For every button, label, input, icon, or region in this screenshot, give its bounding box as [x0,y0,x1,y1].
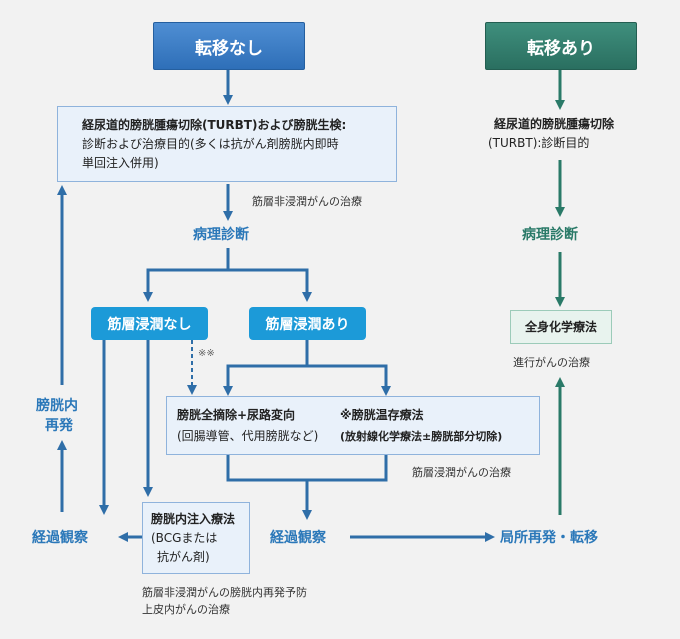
header-metastasis: 転移あり [485,22,637,70]
pill-no-invasion: 筋層浸潤なし [91,307,208,340]
recurrence-line2: 再発 [45,418,73,434]
chemo-box: 全身化学療法 [510,310,612,344]
arrow-treatments-to-observation [226,455,388,482]
local-recurrence: 局所再発・転移 [500,530,598,546]
turbt-line1: 経尿道的膀胱腫瘍切除(TURBT)および膀胱生検: [82,118,347,132]
arrow-pathology-split [146,248,230,296]
treatment-box: 膀胱全摘除+尿路変向 (回腸導管、代用膀胱など) ※膀胱温存療法 (放射線化学療… [166,396,540,455]
pill-invasion: 筋層浸潤あり [249,307,366,340]
chemo-label: 全身化学療法 [524,319,597,334]
right-turbt-line1: 経尿道的膀胱腫瘍切除 [494,117,615,131]
header-no-metastasis-label: 転移なし [195,38,263,59]
turbt-box: 経尿道的膀胱腫瘍切除(TURBT)および膀胱生検: 診断および治療目的(多くは抗… [57,106,397,182]
instillation-sub2: 抗がん剤) [157,550,210,564]
cystectomy-title: 膀胱全摘除+尿路変向 [177,408,296,422]
pathology-left: 病理診断 [193,227,249,243]
turbt-line3: 単回注入併用) [82,156,159,170]
note-advanced: 進行がんの治療 [513,356,590,369]
instillation-title: 膀胱内注入療法 [151,512,236,526]
cystectomy-sub: (回腸導管、代用膀胱など) [177,429,319,443]
observation-left: 経過観察 [32,530,88,546]
header-metastasis-label: 転移あり [527,38,595,59]
recurrence-line1: 膀胱内 [36,398,78,414]
instillation-box: 膀胱内注入療法 (BCGまたは 抗がん剤) [142,502,250,574]
note-bottom-2: 上皮内がんの治療 [142,603,230,616]
preservation-title: ※膀胱温存療法 [340,408,424,422]
pill-no-invasion-label: 筋層浸潤なし [107,316,192,333]
observation-center: 経過観察 [270,530,326,546]
note-non-invasive: 筋層非浸潤がんの治療 [252,195,362,208]
instillation-sub1: (BCGまたは [151,531,218,545]
turbt-line2: 診断および治療目的(多くは抗がん剤膀胱内即時 [82,137,339,151]
arrow-invasion-to-treatments [223,340,309,396]
asterisk-note: ※※ [198,348,215,359]
pathology-right: 病理診断 [522,227,578,243]
note-invasive: 筋層浸潤がんの治療 [412,466,511,479]
pill-invasion-label: 筋層浸潤あり [265,316,350,333]
right-turbt-line2: (TURBT):診断目的 [488,136,590,150]
note-bottom-1: 筋層非浸潤がんの膀胱内再発予防 [142,586,307,599]
header-no-metastasis: 転移なし [153,22,305,70]
preservation-sub: (放射線化学療法±膀胱部分切除) [340,430,503,443]
